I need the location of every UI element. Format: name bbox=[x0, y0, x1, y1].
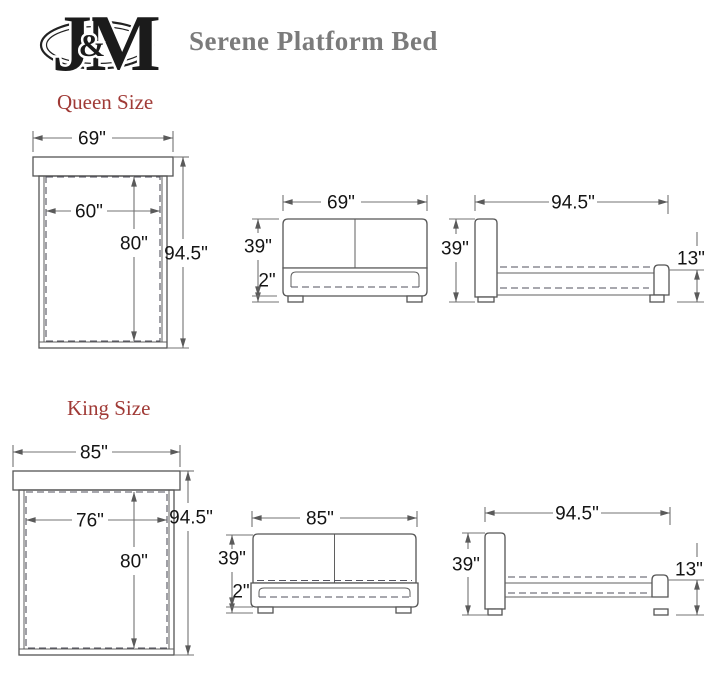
queen-side-length-dim: 94.5" bbox=[551, 193, 595, 214]
logo-letter-m: M bbox=[85, 0, 161, 88]
king-front-right-foot bbox=[395, 606, 412, 614]
king-side-length-dim: 94.5" bbox=[555, 504, 599, 525]
queen-size-label: Queen Size bbox=[57, 90, 154, 114]
king-top-overall-length-dim: 94.5" bbox=[169, 508, 213, 529]
queen-front-right-foot bbox=[406, 295, 423, 303]
queen-front-width-dim: 69" bbox=[327, 193, 355, 214]
queen-top-view: 69" 60" 80" 94.5" bbox=[32, 129, 208, 349]
king-top-frame bbox=[18, 489, 175, 656]
queen-top-headboard bbox=[32, 156, 174, 177]
queen-top-mattress-length-dim: 80" bbox=[120, 234, 148, 255]
queen-top-mattress-width-dim: 60" bbox=[75, 202, 103, 223]
jm-logo: M J & bbox=[39, 0, 163, 91]
king-side-view: 94.5" 39" 13" bbox=[452, 504, 704, 616]
king-top-mattress bbox=[25, 491, 168, 649]
king-side-footboard-cap bbox=[651, 574, 669, 598]
logo-letter-j: J bbox=[52, 0, 92, 88]
queen-side-view: 94.5" 39" 13" bbox=[441, 193, 705, 303]
king-front-leg-height-dim: 2" bbox=[232, 582, 249, 603]
queen-top-mattress bbox=[45, 176, 161, 342]
queen-top-overall-length-dim: 94.5" bbox=[164, 244, 208, 265]
king-front-platform bbox=[250, 582, 419, 608]
king-front-left-foot bbox=[257, 606, 274, 614]
queen-front-leg-height-dim: 2" bbox=[258, 271, 275, 292]
king-side-height-dim: 39" bbox=[452, 555, 480, 576]
king-front-height-dim: 39" bbox=[218, 549, 246, 570]
king-side-platform-height-dim: 13" bbox=[675, 560, 703, 581]
king-top-headboard bbox=[12, 470, 181, 491]
king-side-headboard-foot bbox=[487, 608, 503, 616]
logo-ampersand: & bbox=[79, 27, 106, 63]
queen-side-height-dim: 39" bbox=[441, 239, 469, 260]
king-front-view: 85" 39" 2" bbox=[218, 509, 419, 614]
queen-top-width-dim: 69" bbox=[78, 129, 106, 150]
queen-top-frame bbox=[38, 175, 168, 349]
queen-front-height-dim: 39" bbox=[244, 237, 272, 258]
logo-inner-ellipse bbox=[45, 25, 149, 65]
queen-side-foot bbox=[649, 294, 665, 303]
queen-side-headboard bbox=[474, 218, 498, 298]
king-front-width-dim: 85" bbox=[306, 509, 334, 530]
king-top-view: 85" 76" 80" 94.5" bbox=[12, 443, 213, 656]
king-size-label: King Size bbox=[67, 396, 151, 420]
queen-front-view: 69" 39" 2" bbox=[244, 193, 428, 303]
king-top-mattress-width-dim: 76" bbox=[76, 511, 104, 532]
queen-side-headboard-foot bbox=[477, 296, 495, 303]
queen-side-platform-height-dim: 13" bbox=[677, 249, 705, 270]
king-top-mattress-length-dim: 80" bbox=[120, 552, 148, 573]
king-side-foot bbox=[653, 608, 669, 616]
queen-side-footboard-cap bbox=[653, 264, 670, 296]
queen-front-left-foot bbox=[287, 295, 304, 303]
logo-outer-ellipse bbox=[39, 20, 155, 70]
page-title: Serene Platform Bed bbox=[189, 26, 438, 56]
king-side-headboard bbox=[484, 532, 506, 610]
king-top-width-dim: 85" bbox=[80, 443, 108, 464]
